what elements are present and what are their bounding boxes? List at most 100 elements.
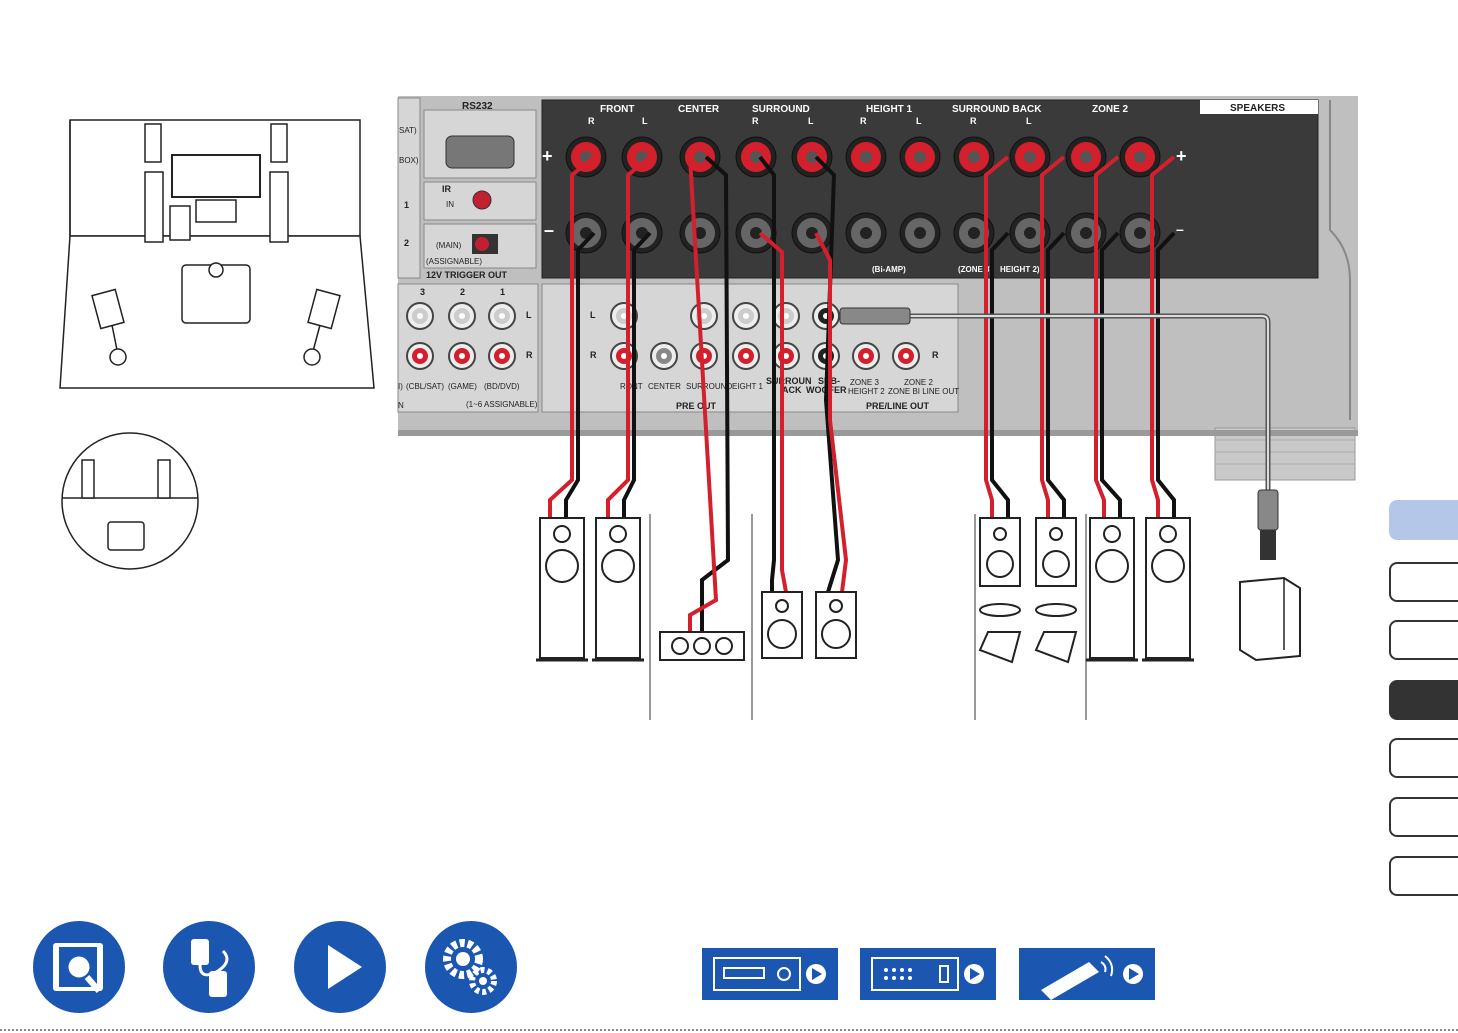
input-label-cbl: (CBL/SAT) — [406, 382, 444, 391]
rear-panel-button[interactable] — [860, 948, 996, 1000]
playback-icon — [328, 945, 362, 989]
section-tab-1[interactable] — [1389, 500, 1458, 540]
group-front-label: FRONT — [600, 104, 634, 115]
binding-post-positive — [679, 136, 721, 178]
settings-gear-icon — [443, 939, 497, 995]
tower-speaker — [536, 517, 588, 662]
rca-jack-white — [448, 302, 476, 330]
wire-sb-r — [984, 155, 1010, 518]
remote-control-button[interactable] — [1019, 948, 1155, 1000]
binding-post-positive — [1065, 136, 1107, 178]
wire-zone2-r — [1094, 155, 1122, 518]
group-center-label: CENTER — [678, 104, 720, 115]
group-height1-r: R — [860, 116, 867, 126]
trigger-label: 12V TRIGGER OUT — [426, 270, 508, 280]
group-front-r: R — [588, 116, 595, 126]
assignable-label: (ASSIGNABLE) — [426, 257, 482, 266]
rca-jack-grey — [650, 342, 678, 370]
input-num-1: 1 — [500, 287, 505, 297]
zone3-label: (ZONE 3) — [958, 265, 993, 274]
contents-book-icon — [53, 943, 103, 993]
group-height1-l: L — [916, 116, 922, 126]
subwoofer — [1239, 576, 1301, 662]
height-speaker-illustration — [61, 432, 199, 570]
rca-jack-red — [732, 342, 760, 370]
rca-jacks — [406, 302, 920, 370]
rca-jack-white — [690, 302, 718, 330]
group-height1-label: HEIGHT 1 — [866, 104, 913, 115]
settings-button[interactable] — [425, 921, 517, 1013]
room-layout-illustration — [59, 119, 375, 389]
input-in-partial: N — [398, 401, 404, 410]
rca-jack-red — [448, 342, 476, 370]
binding-post-negative — [679, 212, 721, 254]
input-num-3: 3 — [420, 287, 425, 297]
section-tab-7[interactable] — [1389, 856, 1458, 896]
input-l: L — [526, 310, 532, 320]
preout-surround: SURROUND — [686, 382, 732, 391]
group-surround-label: SURROUND — [752, 104, 810, 115]
section-tab-2[interactable] — [1389, 562, 1458, 602]
tower-speaker — [1142, 517, 1194, 662]
wire-sb-l — [1040, 155, 1066, 518]
rca-jack-black — [812, 302, 840, 330]
input-label-bd: (BD/DVD) — [484, 382, 520, 391]
binding-post-negative — [845, 212, 887, 254]
bottom-dotted-divider — [0, 1029, 1458, 1031]
binding-post-positive — [899, 136, 941, 178]
minus-sign: – — [544, 220, 554, 240]
speakers-label: SPEAKERS — [1230, 103, 1285, 114]
preout-l: L — [590, 310, 596, 320]
section-tab-5[interactable] — [1389, 738, 1458, 778]
rca-jack-white — [488, 302, 516, 330]
wire-zone2-l — [1150, 155, 1176, 518]
wire-front-l — [606, 155, 652, 518]
wire-center — [688, 155, 731, 632]
section-tab-3[interactable] — [1389, 620, 1458, 660]
rca-jack-red — [892, 342, 920, 370]
height2-label: HEIGHT 2) — [1000, 265, 1040, 274]
front-panel-icon — [713, 957, 826, 991]
wire-surround-l — [814, 155, 849, 593]
group-dividers — [649, 514, 1087, 720]
tower-speaker — [1086, 517, 1138, 662]
playback-button[interactable] — [294, 921, 386, 1013]
height-speaker — [978, 517, 1022, 664]
section-tab-4[interactable] — [1389, 680, 1458, 720]
binding-post-negative — [791, 212, 833, 254]
group-surround-l: L — [808, 116, 814, 126]
lineout-title: PRE/LINE OUT — [866, 401, 930, 411]
contents-button[interactable] — [33, 921, 125, 1013]
lineout-zone2-bi: ZONE BI LINE OUT — [888, 387, 959, 396]
subwoofer-cable — [839, 307, 1279, 560]
plus-sign-right: + — [1176, 146, 1187, 166]
left-partial-1: SAT) — [399, 126, 417, 135]
input-label-game: (GAME) — [448, 382, 477, 391]
binding-post-negative — [1065, 212, 1107, 254]
input-i-partial: I) — [398, 382, 403, 391]
group-sb-r: R — [970, 116, 977, 126]
bi-amp-label: (Bi-AMP) — [872, 265, 906, 274]
lineout-r: R — [932, 350, 939, 360]
speaker-wires — [548, 155, 1176, 632]
binding-post-negative — [899, 212, 941, 254]
connections-button[interactable] — [163, 921, 255, 1013]
preout-sb-1: SURROUN — [766, 376, 812, 386]
section-tab-6[interactable] — [1389, 797, 1458, 837]
ir-in-label: IN — [446, 200, 454, 209]
connections-cable-icon — [191, 939, 229, 997]
preout-height: EIGHT 1 — [732, 382, 764, 391]
rca-jack-white — [732, 302, 760, 330]
lineout-zone2: ZONE 2 — [904, 378, 933, 387]
tower-speaker — [592, 517, 644, 662]
rca-jack-white — [772, 302, 800, 330]
preout-sb-2: ACK — [782, 385, 802, 395]
plus-sign: + — [542, 146, 553, 166]
binding-post-positive — [845, 136, 887, 178]
group-sb-l: L — [1026, 116, 1032, 126]
binding-post-positive — [1119, 136, 1161, 178]
front-panel-button[interactable] — [702, 948, 838, 1000]
rca-jack-red — [852, 342, 880, 370]
preout-front: RONT — [620, 382, 643, 391]
rca-jack-red — [406, 342, 434, 370]
